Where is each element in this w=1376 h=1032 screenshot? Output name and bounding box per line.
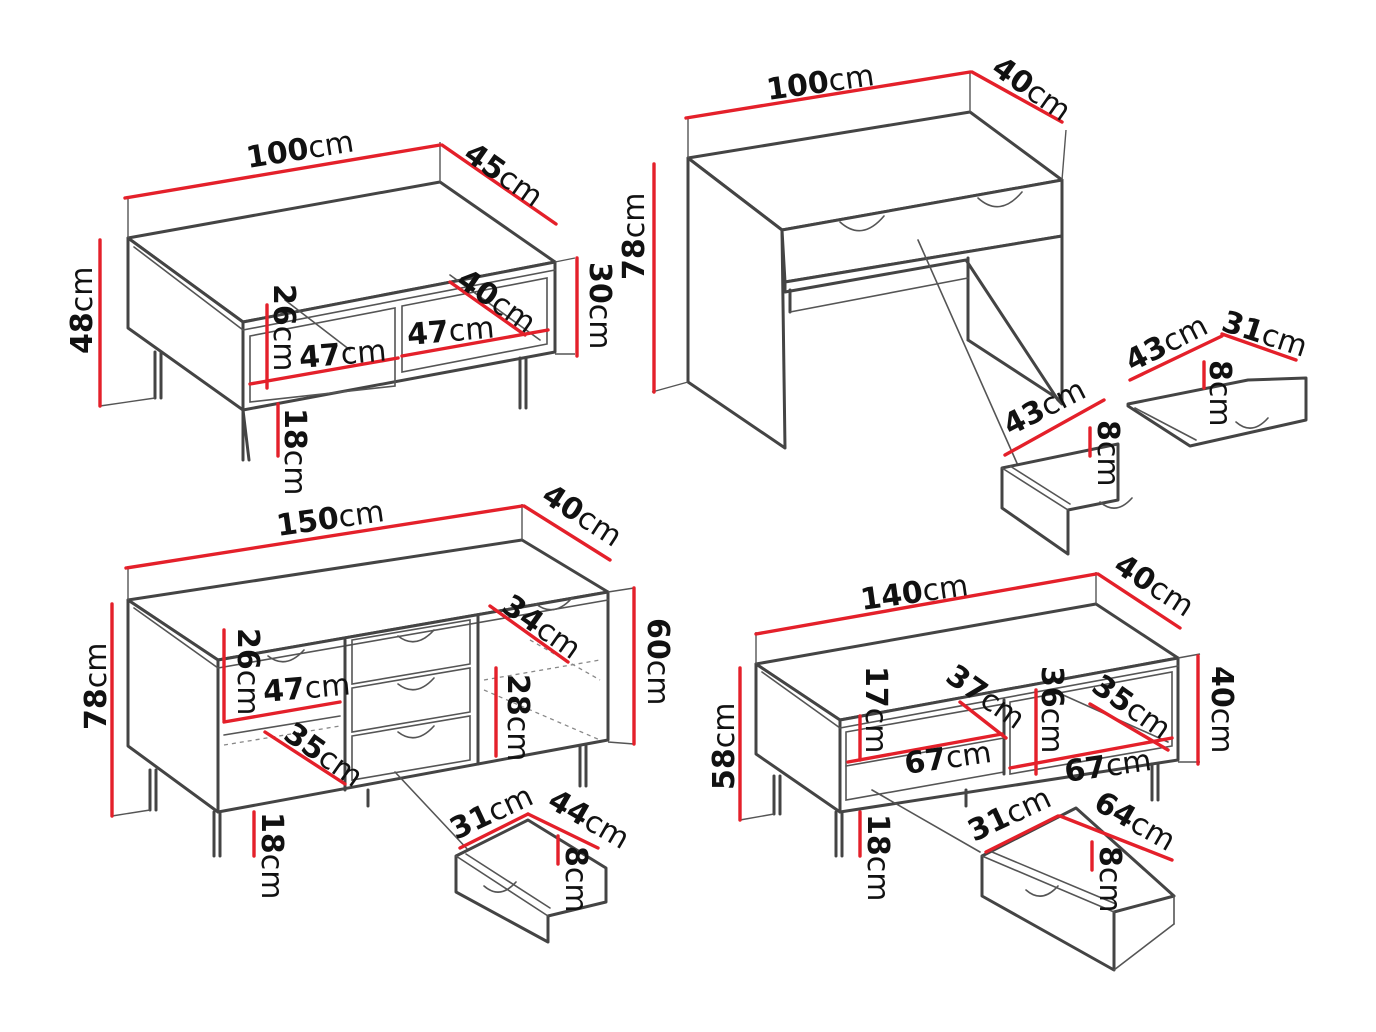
coffee-table-side-height-label: 30cm — [582, 262, 617, 349]
sideboard-width-label: 150cm — [274, 494, 386, 544]
desk-height-label: 78cm — [617, 193, 652, 280]
coffee-table-inner-height-label: 26cm — [266, 284, 301, 371]
desk-drawer-right-width-label: 43cm — [1120, 308, 1214, 379]
sideboard-height-label: 78cm — [79, 643, 114, 730]
tv-stand-left-width-label: 67cm — [902, 735, 993, 782]
coffee-table-compartment-right-label: 47cm — [406, 310, 496, 352]
coffee-table: 100cm 45cm 48cm 30cm 26cm 40cm 47cm 47cm… — [65, 124, 617, 495]
coffee-table-compartment-left-label: 47cm — [298, 333, 388, 375]
sideboard-drawer — [454, 818, 608, 944]
coffee-table-height-label: 48cm — [65, 267, 100, 354]
tv-stand-height-label: 58cm — [707, 703, 742, 790]
desk-left-side — [686, 156, 787, 450]
tv-stand: 140cm 40cm 58cm 40cm 17cm 37cm 67cm 36cm… — [707, 547, 1239, 972]
tv-stand-width-label: 140cm — [858, 568, 970, 618]
tv-stand-drawer-height-label: 8cm — [1092, 846, 1127, 913]
desk-width-label: 100cm — [764, 58, 876, 108]
sideboard-shelf-height-label: 26cm — [230, 628, 265, 715]
desk: 100cm 40cm 78cm 43cm 8cm 43cm 31cm 8cm — [617, 50, 1312, 556]
sideboard-drawer-height-label: 8cm — [558, 846, 593, 913]
coffee-table-leg-height-label: 18cm — [277, 408, 312, 495]
sideboard: 150cm 40cm 78cm 60cm 26cm 47cm 35cm 34cm… — [79, 477, 675, 944]
tv-stand-front — [838, 656, 1180, 814]
desk-drawer-right-height-label: 8cm — [1202, 360, 1237, 427]
desk-drawer-left-height-label: 8cm — [1090, 420, 1125, 487]
desk-drawer-right — [1126, 376, 1308, 448]
sideboard-shelf-width-label: 47cm — [262, 667, 352, 709]
desk-depth-label: 40cm — [985, 50, 1077, 129]
tv-stand-right-width-label: 67cm — [1062, 743, 1153, 790]
tv-stand-left-height-label: 17cm — [858, 666, 893, 753]
tv-stand-body-height-label: 40cm — [1204, 666, 1239, 753]
sideboard-right-height-label: 28cm — [500, 674, 535, 761]
desk-drawer-right-depth-label: 31cm — [1218, 304, 1312, 364]
tv-stand-leg-height-label: 18cm — [860, 814, 895, 901]
sideboard-leg-height-label: 18cm — [254, 812, 289, 899]
sideboard-body-height-label: 60cm — [640, 618, 675, 705]
tv-stand-right-height-label: 36cm — [1034, 666, 1069, 753]
